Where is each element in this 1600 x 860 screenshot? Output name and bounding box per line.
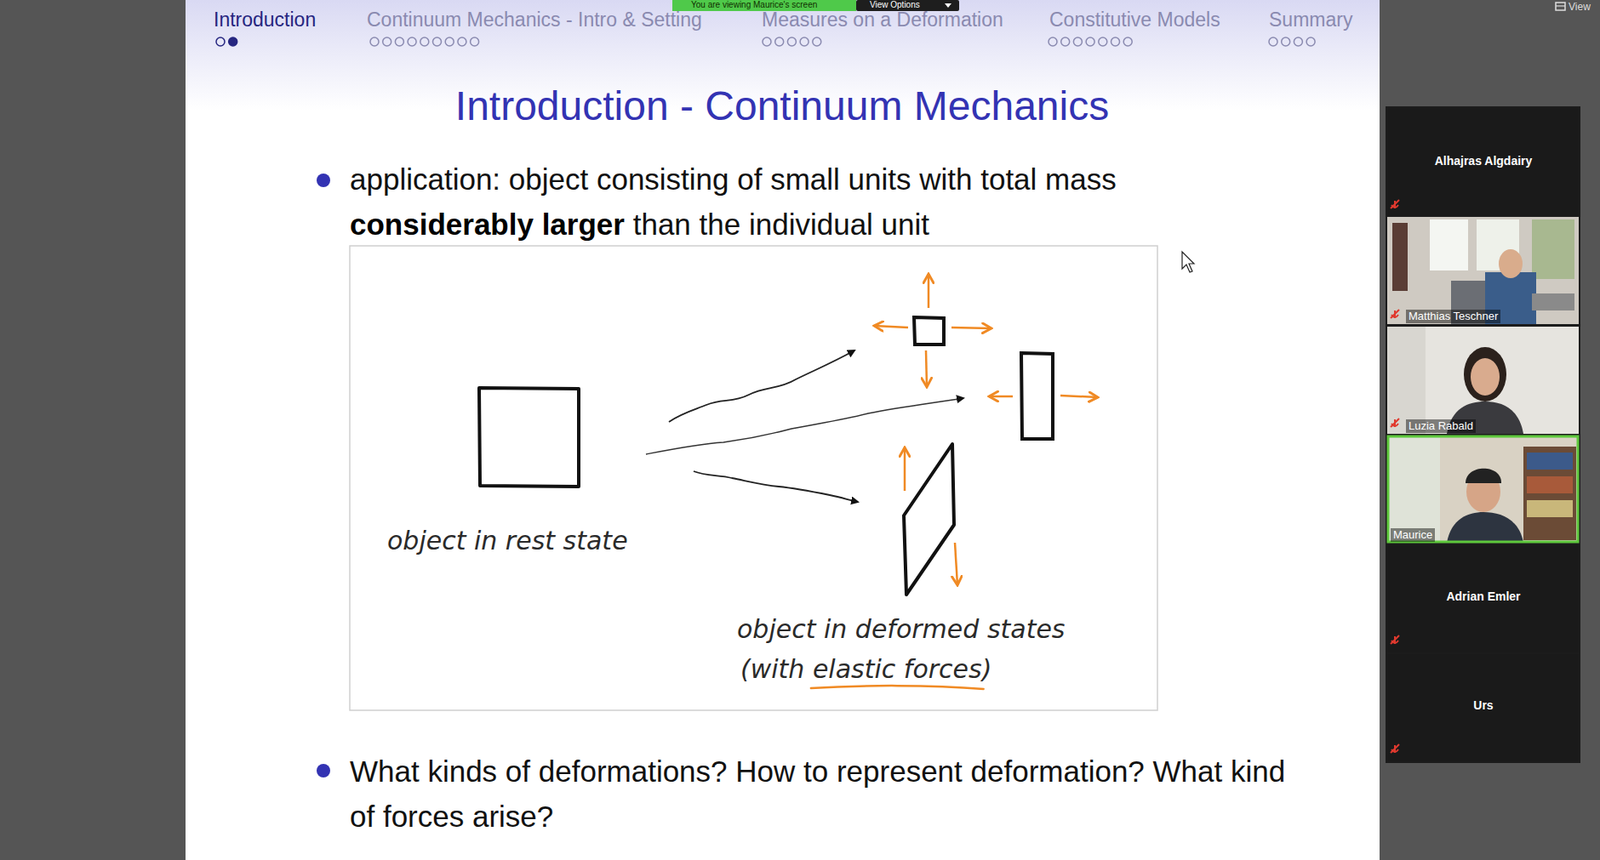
deform-arrow — [645, 398, 964, 455]
dropdown-icon — [944, 3, 952, 8]
force-arrow — [925, 350, 927, 388]
mute-icon — [1390, 744, 1400, 754]
nav-dot — [445, 37, 454, 46]
nav-dot — [394, 37, 404, 46]
view-icon — [1555, 2, 1566, 11]
mute-icon — [1390, 418, 1400, 428]
compressed-square — [914, 317, 944, 345]
participant-name: Adrian Emler — [1445, 589, 1520, 605]
video-tile — [1387, 217, 1579, 325]
sketch-label: object in rest state — [387, 525, 629, 557]
participant-name: Urs — [1473, 698, 1493, 714]
slide-title: Introduction - Continuum Mechanics — [455, 81, 1109, 132]
mute-icon — [1390, 309, 1400, 319]
nav-dot — [382, 37, 392, 46]
nav-dot — [1111, 37, 1120, 46]
participant-tile — [1387, 544, 1579, 653]
nav-dot — [762, 37, 772, 46]
nav-dot — [457, 37, 467, 46]
nav-dot — [433, 37, 442, 46]
force-arrow — [874, 325, 909, 328]
nav-dot — [1281, 37, 1291, 46]
force-arrow — [988, 395, 1013, 399]
force-arrow — [1060, 395, 1098, 398]
stretched-rect — [1021, 353, 1053, 440]
nav-dot — [470, 37, 480, 46]
nav-dot — [407, 37, 417, 46]
participant-panel — [1385, 106, 1581, 764]
nav-dot — [1073, 37, 1082, 46]
video-tile — [1387, 435, 1579, 543]
nav-dots — [216, 37, 1315, 46]
mouse-cursor — [1182, 251, 1195, 273]
participant-name: Matthias Teschner — [1405, 309, 1501, 324]
nav-dot — [1268, 37, 1278, 46]
bullet — [316, 173, 331, 188]
nav-dot — [1048, 37, 1058, 46]
rest-square — [479, 388, 579, 487]
nav-dot — [787, 37, 796, 46]
nav-dot — [812, 37, 822, 46]
nav-dot — [775, 37, 784, 46]
nav-dot — [1306, 37, 1315, 46]
force-arrow — [951, 327, 992, 329]
nav-dot — [1061, 37, 1070, 46]
nav-dot — [1085, 37, 1095, 46]
bullet-text: What kinds of deformations? How to repre… — [349, 748, 1303, 840]
mute-icon — [1390, 635, 1400, 645]
nav-section: Measures on a Deformation — [761, 8, 1004, 33]
bullet — [316, 764, 331, 778]
bullet-text: application: object consisting of small … — [349, 161, 1117, 198]
view-button: View — [1568, 0, 1591, 13]
bullet-text: than the individual unit — [633, 206, 930, 243]
nav-dot — [1293, 37, 1303, 46]
deform-arrow — [693, 471, 858, 503]
nav-dot — [216, 37, 225, 46]
nav-section: Introduction — [213, 8, 316, 33]
mute-icons — [1390, 200, 1400, 754]
sketch-label: object in deformed states — [737, 614, 1066, 646]
participant-name: Luzia Rabald — [1405, 419, 1476, 434]
nav-section: Constitutive Models — [1049, 8, 1221, 33]
force-arrow — [903, 447, 907, 492]
sheared-shape — [903, 444, 955, 595]
nav-dot — [228, 37, 238, 46]
image-frame — [349, 245, 1158, 711]
nav-dot — [420, 37, 429, 46]
video-tile — [1387, 326, 1579, 435]
mute-icon — [1390, 200, 1400, 209]
nav-dot — [1098, 37, 1108, 46]
nav-dot — [1123, 37, 1132, 46]
slide — [185, 0, 1380, 860]
nav-dot — [800, 37, 809, 46]
deform-arrow — [668, 350, 855, 423]
force-arrow — [927, 274, 931, 309]
participant-name: Maurice — [1390, 528, 1435, 543]
participant-tile — [1387, 654, 1579, 762]
sketch-label: (with elastic forces) — [740, 654, 992, 686]
underline — [811, 685, 984, 690]
nav-dot — [370, 37, 379, 46]
nav-section: Continuum Mechanics - Intro & Setting — [366, 8, 703, 33]
bullet-bold: considerably larger — [349, 206, 625, 243]
nav-section: Summary — [1268, 8, 1353, 33]
force-arrow — [954, 542, 958, 586]
participant-tile — [1387, 108, 1579, 216]
participant-name: Alhajras Algdairy — [1434, 154, 1533, 169]
